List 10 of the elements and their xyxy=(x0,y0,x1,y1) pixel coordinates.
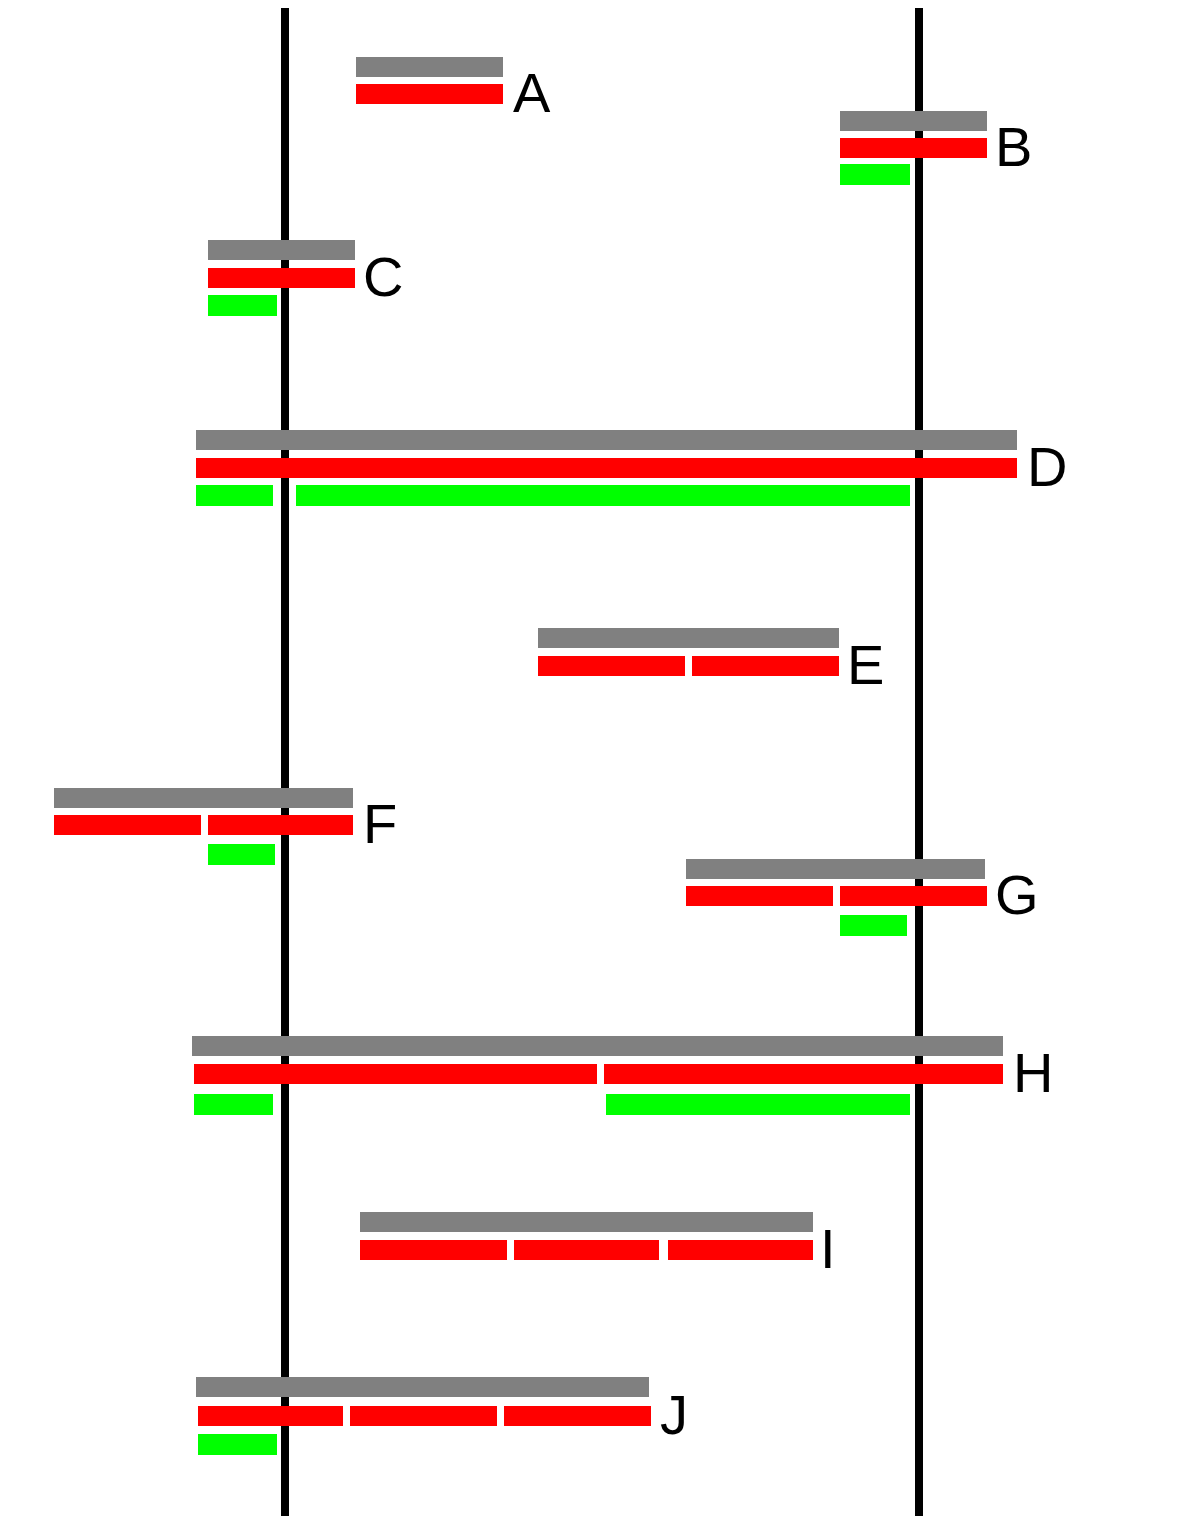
row-label: A xyxy=(513,65,551,121)
row-label: J xyxy=(660,1387,688,1443)
row-label: B xyxy=(995,119,1033,175)
row-label: F xyxy=(363,796,398,852)
row-label: D xyxy=(1027,439,1068,495)
row-label: H xyxy=(1013,1045,1054,1101)
row-label: E xyxy=(847,637,885,693)
row-label: G xyxy=(995,867,1039,923)
row-label: I xyxy=(820,1221,836,1277)
row-label: C xyxy=(363,249,404,305)
